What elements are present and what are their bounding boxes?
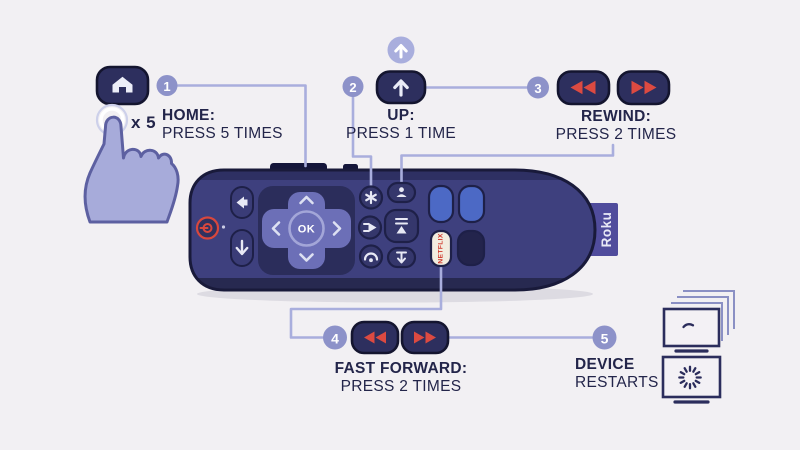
asterisk-icon <box>365 190 377 205</box>
step-badge-3: 3 <box>527 76 549 99</box>
power-button <box>195 216 220 240</box>
replay-button <box>357 215 383 240</box>
step3-title: REWIND: <box>580 108 652 125</box>
tv-screen-top <box>662 307 721 353</box>
fast-forward-icon <box>414 331 436 344</box>
step2-subtitle: PRESS 1 TIME <box>345 125 457 142</box>
step-badge-4: 4 <box>323 325 347 350</box>
step1-title: HOME: <box>162 107 216 124</box>
dpad-left-icon <box>271 221 281 236</box>
replay-arrow-icon <box>363 222 377 233</box>
download-arrow-icon <box>396 251 407 264</box>
up-arrow-icon <box>393 79 409 97</box>
step2-label: UP: PRESS 1 TIME <box>321 107 481 143</box>
step5-label: DEVICE RESTARTS <box>575 356 659 392</box>
back-icon <box>236 196 248 209</box>
step4-label: FAST FORWARD: PRESS 2 TIMES <box>311 360 491 396</box>
step3-label: REWIND: PRESS 2 TIMES <box>536 108 696 144</box>
remote-back-button <box>230 186 254 219</box>
connector-step1 <box>176 84 307 168</box>
dpad: OK <box>258 186 355 275</box>
connector-step4 <box>289 265 443 339</box>
rewind-icon <box>364 331 386 344</box>
dpad-right-icon <box>332 221 342 236</box>
svg-text:5: 5 <box>601 331 609 347</box>
press-count-label: x 5 <box>131 113 156 132</box>
home-icon <box>112 76 133 93</box>
step3-rewind-button <box>556 70 611 106</box>
netflix-label: NETFLIX <box>438 233 445 264</box>
play-pause-button <box>383 208 420 244</box>
rewind-icon <box>570 80 596 95</box>
step5-title: DEVICE <box>575 356 635 373</box>
step4-rewind-button <box>350 320 400 355</box>
step1-home-button <box>95 65 150 106</box>
step-badge-5: 5 <box>592 325 617 350</box>
down-arrow-icon <box>235 239 249 256</box>
app-shortcut-button-1 <box>427 184 455 224</box>
fast-forward-media-button <box>386 246 417 269</box>
step4-title: FAST FORWARD: <box>334 360 468 377</box>
step5-subtitle: RESTARTS <box>575 374 659 391</box>
step4-fast-forward-button <box>400 320 450 355</box>
bust-icon <box>396 187 407 197</box>
step1-subtitle: PRESS 5 TIMES <box>162 125 283 142</box>
step-badge-2: 2 <box>342 76 364 97</box>
step2-title: UP: <box>387 107 415 124</box>
rewind-media-button <box>386 181 417 204</box>
step3-subtitle: PRESS 2 TIMES <box>555 126 677 143</box>
roku-brand-label: Roku <box>599 212 614 248</box>
step3-fast-forward-button <box>616 70 671 106</box>
connector-step2 <box>351 96 373 191</box>
status-led <box>221 225 226 229</box>
app-shortcut-button-2 <box>457 184 486 224</box>
list-play-icon <box>395 218 408 234</box>
step-badge-1: 1 <box>156 75 178 96</box>
loading-spinner-icon <box>678 365 702 390</box>
remote-home-button <box>230 229 254 267</box>
cursor-mark-icon <box>682 323 695 329</box>
step1-label: HOME: PRESS 5 TIMES <box>162 107 283 143</box>
step-badges: 1 2 3 4 5 <box>156 75 617 350</box>
fast-forward-icon <box>631 80 657 95</box>
svg-text:1: 1 <box>163 79 170 94</box>
dpad-up-icon <box>299 195 314 205</box>
tv-restart-illustration <box>661 290 735 404</box>
dpad-down-icon <box>299 253 314 262</box>
ok-button <box>288 210 325 247</box>
pointing-hand-cursor <box>83 115 180 224</box>
netflix-button: NETFLIX <box>429 229 453 268</box>
svg-text:4: 4 <box>331 331 339 347</box>
ok-label: OK <box>298 224 316 236</box>
tv-frame-stack <box>671 290 735 341</box>
svg-text:2: 2 <box>349 80 356 95</box>
up-arrow-icon <box>394 44 408 59</box>
step4-subtitle: PRESS 2 TIMES <box>340 378 462 395</box>
power-icon <box>199 223 213 233</box>
options-button <box>358 185 384 210</box>
connector-step3 <box>400 143 615 187</box>
step2-up-button <box>375 70 427 105</box>
tv-screen-loading <box>661 355 722 404</box>
headphones-button <box>358 244 384 269</box>
svg-text:3: 3 <box>534 81 541 96</box>
ghost-up-arrow <box>387 36 415 64</box>
app-shortcut-button-3 <box>456 229 486 267</box>
headphones-icon <box>363 252 379 263</box>
